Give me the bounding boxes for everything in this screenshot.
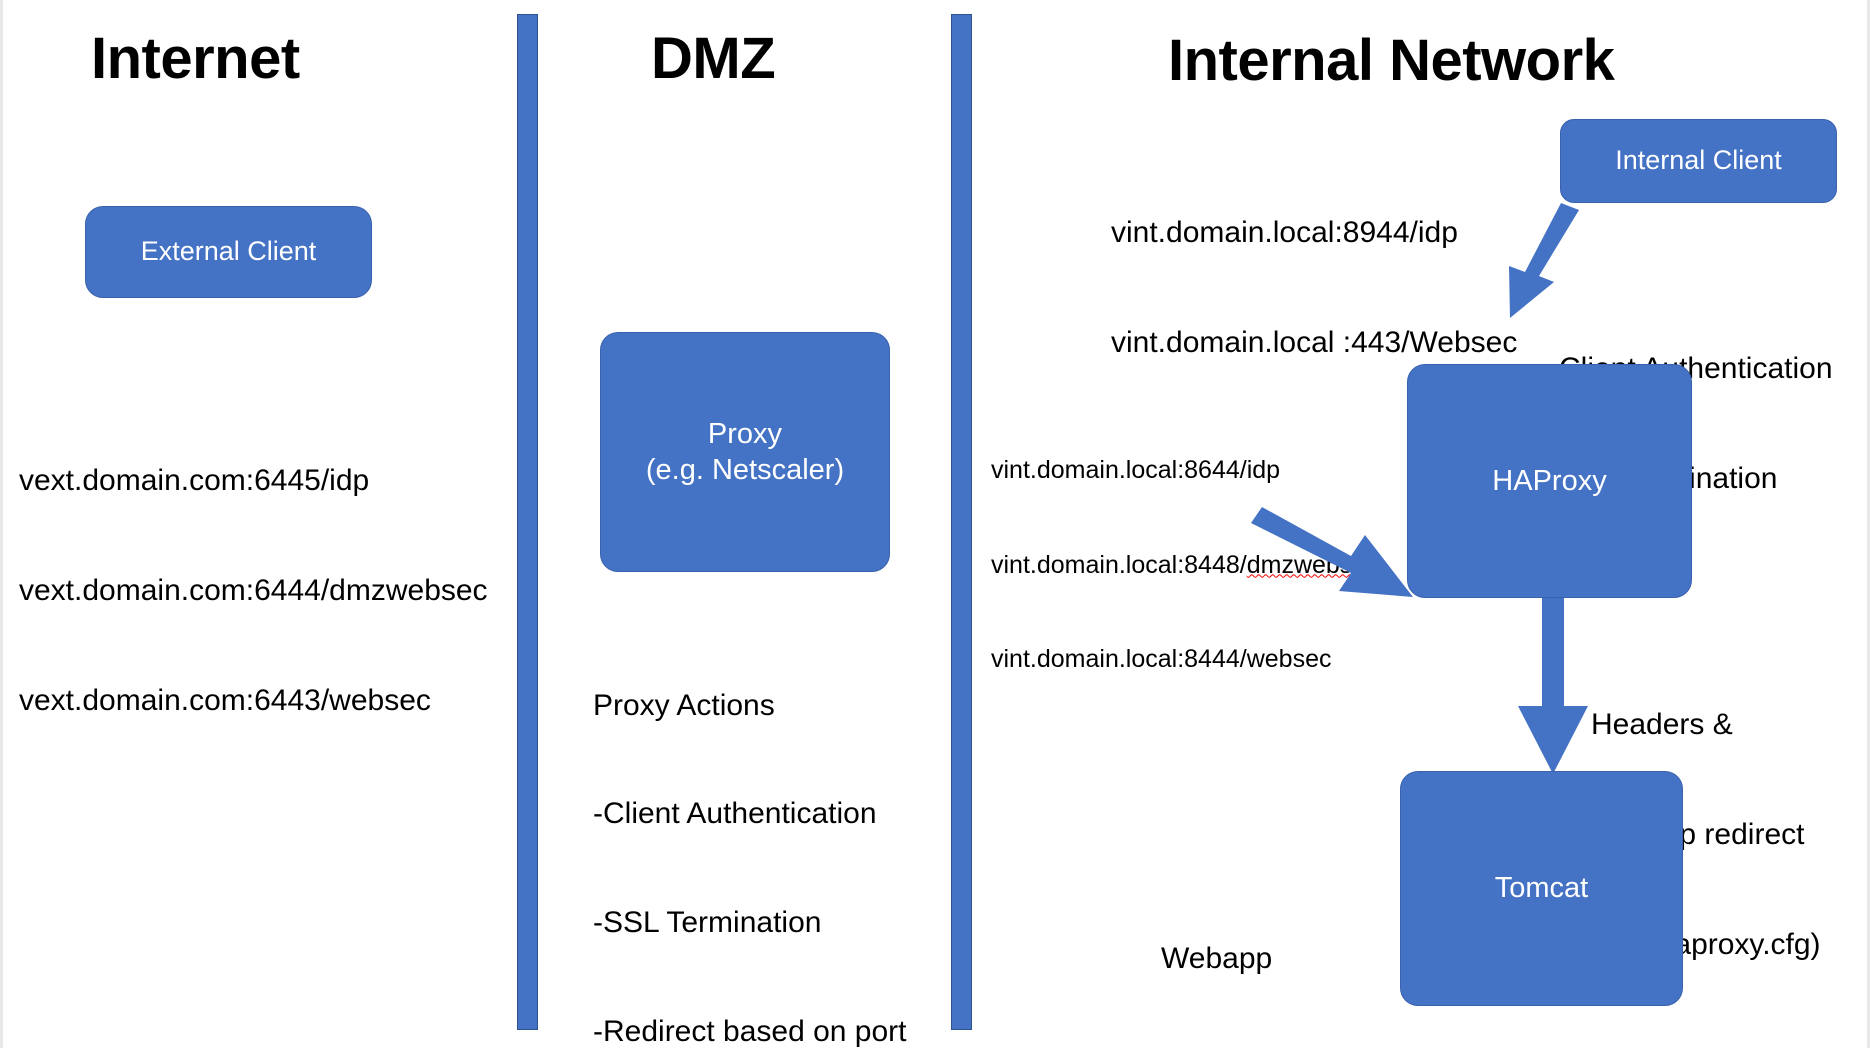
zone-title-internal-network: Internal Network	[1168, 28, 1615, 93]
node-internal-client-label: Internal Client	[1615, 145, 1782, 176]
haproxy-backend-url-idp: vint.domain.local:8644/idp	[991, 456, 1281, 484]
proxy-actions-heading: Proxy Actions	[593, 688, 775, 722]
proxy-actions-list: Proxy Actions -Client Authentication -SS…	[593, 615, 907, 1048]
internal-client-url-idp: vint.domain.local:8944/idp	[1111, 216, 1458, 250]
zone-divider-dmz-internal	[951, 14, 972, 1030]
annotation-webapp: Webapp	[1161, 942, 1273, 976]
node-proxy-label: Proxy	[707, 417, 783, 450]
node-external-client[interactable]: External Client	[85, 206, 372, 298]
arrow-internal-client-to-haproxy	[1509, 203, 1579, 318]
zone-title-internet: Internet	[91, 26, 300, 91]
haproxy-backend-url-websec: vint.domain.local:8444/websec	[991, 645, 1332, 673]
internal-client-url-websec: vint.domain.local :443/Websec	[1111, 325, 1518, 359]
proxy-action-client-auth: -Client Authentication	[593, 797, 877, 831]
zone-divider-internet-dmz	[517, 14, 538, 1030]
node-internal-client[interactable]: Internal Client	[1560, 119, 1837, 203]
external-url-dmzwebsec: vext.domain.com:6444/dmzwebsec	[19, 573, 488, 607]
internal-client-endpoint-urls: vint.domain.local:8944/idp vint.domain.l…	[1111, 142, 1517, 435]
proxy-action-redirect-port: -Redirect based on port	[593, 1015, 907, 1048]
external-endpoint-urls: vext.domain.com:6445/idp vext.domain.com…	[19, 390, 488, 793]
zone-title-dmz: DMZ	[651, 26, 776, 91]
haproxy-backend-url-dmzwebsec-prefix: vint.domain.local:8448/	[991, 550, 1247, 579]
arrow-haproxy-to-tomcat	[1518, 598, 1588, 774]
webapp-configuration-annotation: Webapp configuration (See server.xml)	[1161, 868, 1379, 1048]
node-haproxy-label: HAProxy	[1492, 464, 1607, 497]
annotation-headers: Headers &	[1591, 708, 1733, 742]
proxy-action-ssl-termination: -SSL Termination	[593, 906, 822, 940]
node-tomcat[interactable]: Tomcat	[1400, 771, 1683, 1006]
node-proxy-sublabel: (e.g. Netscaler)	[645, 454, 845, 486]
arrow-endpoints-to-haproxy	[1251, 507, 1413, 597]
node-external-client-label: External Client	[140, 236, 317, 267]
external-url-websec: vext.domain.com:6443/websec	[19, 683, 431, 717]
node-tomcat-label: Tomcat	[1494, 872, 1589, 905]
node-haproxy[interactable]: HAProxy	[1407, 364, 1692, 598]
external-url-idp: vext.domain.com:6445/idp	[19, 464, 370, 498]
node-proxy[interactable]: Proxy (e.g. Netscaler)	[600, 332, 890, 572]
